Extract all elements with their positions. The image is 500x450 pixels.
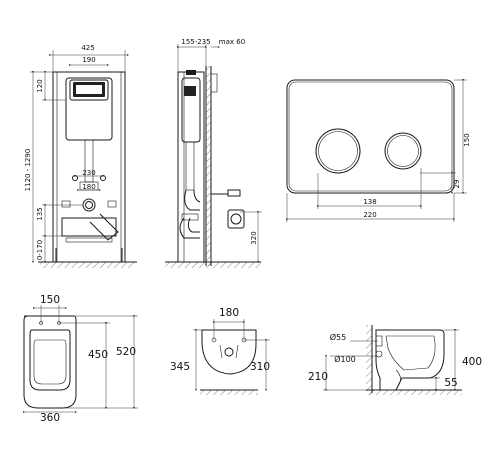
bowl-back-view: 180 345 310 xyxy=(170,307,270,395)
bowl-top-view: 150 450 520 360 xyxy=(23,294,138,424)
dim-inlet-diameter: Ø55 xyxy=(330,332,346,342)
dim-plate-width: 220 xyxy=(363,211,376,219)
dim-bowl-total-depth: 520 xyxy=(116,346,136,358)
frame-front-view: 425 190 120 1120 - 1290 230 180 135 0-17… xyxy=(24,44,137,268)
dim-top-height: 120 xyxy=(36,79,44,92)
dim-pipe-center: 180 xyxy=(82,183,95,191)
dim-side-floor-gap: 55 xyxy=(444,377,457,389)
dim-side-height: 400 xyxy=(462,356,482,368)
dim-max-wall: max 60 xyxy=(219,38,245,46)
flush-button-small xyxy=(384,132,422,170)
dim-bowl-width: 360 xyxy=(40,412,60,424)
bowl-back-outline xyxy=(201,329,257,375)
dim-plate-height: 150 xyxy=(463,133,471,146)
flush-plate: 150 29 138 220 xyxy=(286,79,471,222)
flush-plate-outline xyxy=(286,79,455,194)
floor-hatch xyxy=(40,262,135,268)
dim-back-height: 345 xyxy=(170,361,190,373)
dim-frame-height: 1120 - 1290 xyxy=(24,149,32,192)
dim-outlet-height: 135 xyxy=(36,207,44,220)
dim-back-outlet: 310 xyxy=(250,361,270,373)
dim-side-outlet: 320 xyxy=(250,231,258,244)
wall-hatch xyxy=(206,66,211,266)
bowl-top-outline xyxy=(23,315,77,409)
dim-pipe-spacing: 230 xyxy=(82,169,95,177)
dim-bottom-range: 0-170 xyxy=(36,240,44,260)
flush-button-large xyxy=(315,128,361,174)
frame-side-view: 155-235 max 60 320 xyxy=(165,38,262,268)
dim-depth-range: 155-235 xyxy=(181,38,210,46)
dim-side-outlet-height: 210 xyxy=(308,371,328,383)
outlet-circle xyxy=(82,198,96,212)
bowl-side-view: Ø55 Ø100 210 400 55 xyxy=(308,325,482,395)
flush-opening xyxy=(69,79,109,101)
dim-frame-width: 425 xyxy=(81,44,94,52)
dim-outlet-diameter: Ø100 xyxy=(334,354,356,364)
dim-bowl-top-width: 150 xyxy=(40,294,60,306)
frame-outline xyxy=(52,71,126,263)
dim-button-offset: 29 xyxy=(453,180,461,189)
dim-panel-width: 190 xyxy=(82,56,95,64)
dim-button-span: 138 xyxy=(363,198,376,206)
dim-back-spacing: 180 xyxy=(219,307,239,319)
dim-bowl-depth: 450 xyxy=(88,349,108,361)
bowl-side-outline xyxy=(375,329,445,391)
